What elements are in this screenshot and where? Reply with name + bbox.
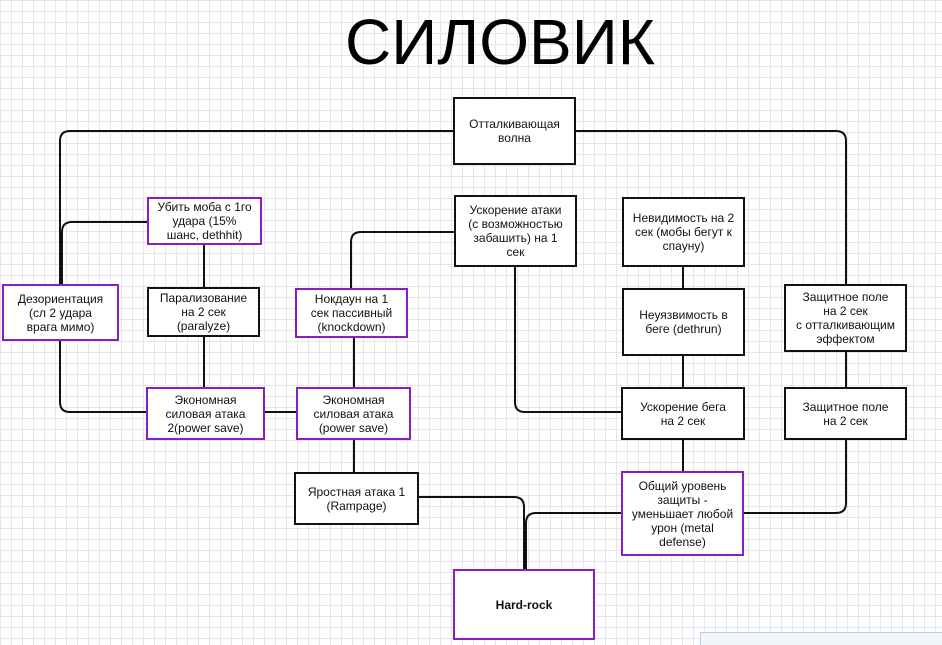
node-knockdown: Нокдаун на 1 сек пассивный (knockdown) [295, 288, 408, 338]
node-metal-defense: Общий уровень защиты - уменьшает любой у… [621, 471, 744, 556]
diagram-title: СИЛОВИК [345, 6, 655, 78]
node-kill-mob: Убить моба с 1го удара (15% шанс, dethhi… [147, 197, 262, 245]
connector-rampage-hardrock [418, 496, 525, 570]
node-invulnerability: Неуязвимость в беге (dethrun) [622, 288, 745, 356]
connector-metal-hardrock [525, 512, 622, 570]
node-attack-speed: Ускорение атаки (с возможностью забашить… [454, 195, 577, 267]
connector-wave-left [59, 130, 453, 286]
node-power-save: Экономная силовая атака (power save) [296, 387, 411, 440]
connector-disorientation-powersave2 [59, 340, 147, 413]
connector-killmob-disorientation [61, 221, 148, 286]
corner-panel [700, 632, 942, 645]
connector-wave-right [575, 130, 847, 286]
node-invisibility: Невидимость на 2 сек (мобы бегут к спаун… [622, 197, 745, 267]
connector-attackspeed-runspeed [514, 266, 622, 413]
node-shield-push: Защитное поле на 2 сек с отталкивающим э… [784, 284, 907, 352]
node-wave: Отталкивающая волна [453, 97, 576, 165]
node-hard-rock: Hard-rock [453, 569, 595, 640]
connector-attackspeed-knockdown [350, 231, 454, 289]
node-shield: Защитное поле на 2 сек [784, 387, 907, 440]
node-rampage: Яростная атака 1 (Rampage) [294, 472, 419, 525]
node-disorientation: Дезориентация (сл 2 удара врага мимо) [2, 284, 119, 341]
connector-shield-metal [743, 439, 847, 514]
node-run-speed: Ускорение бега на 2 сек [621, 387, 745, 440]
node-paralyze: Парализование на 2 сек (paralyze) [147, 287, 260, 337]
node-power-save-2: Экономная силовая атака 2(power save) [146, 387, 265, 440]
